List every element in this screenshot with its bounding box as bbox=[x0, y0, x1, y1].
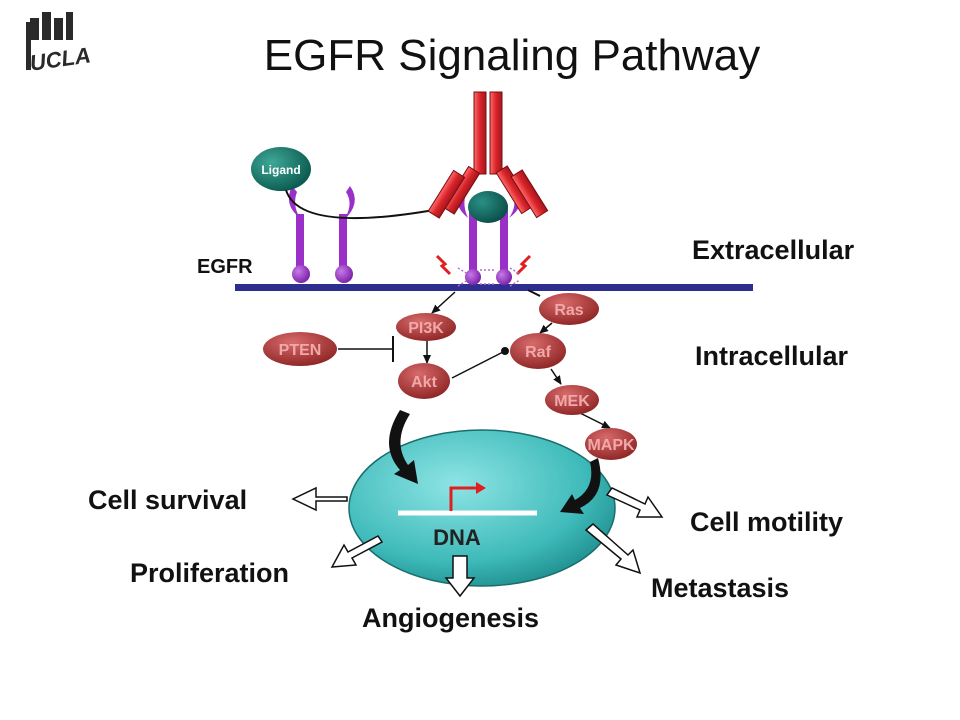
ucla-building-icon bbox=[26, 12, 73, 70]
angiogenesis-arrow bbox=[444, 555, 476, 598]
page-title: EGFR Signaling Pathway bbox=[264, 31, 760, 80]
pten-inhibition bbox=[338, 336, 394, 362]
cell-survival-arrow bbox=[291, 486, 348, 512]
cell-motility-label: Cell motility bbox=[690, 507, 843, 537]
pi3k-node: PI3K bbox=[396, 313, 456, 341]
raf-node: Raf bbox=[510, 333, 566, 369]
bound-ligand bbox=[468, 191, 508, 223]
mapk-label: MAPK bbox=[587, 437, 635, 454]
proliferation-arrow bbox=[330, 535, 384, 568]
mek-node: MEK bbox=[545, 385, 599, 415]
akt-label: Akt bbox=[411, 374, 437, 391]
dna-label: DNA bbox=[433, 525, 481, 550]
transcription-start-icon bbox=[449, 486, 478, 511]
ras-node: Ras bbox=[539, 293, 599, 325]
extracellular-label: Extracellular bbox=[692, 235, 855, 265]
raf-label: Raf bbox=[525, 344, 551, 361]
metastasis-arrow bbox=[584, 523, 642, 575]
mapk-to-nucleus-arrow bbox=[560, 458, 601, 514]
metastasis-label: Metastasis bbox=[651, 573, 789, 603]
transcription-arrowhead-icon bbox=[476, 482, 486, 494]
egfr-receptor-inactive bbox=[288, 186, 355, 283]
egfr-label: EGFR bbox=[197, 256, 253, 278]
proliferation-label: Proliferation bbox=[130, 558, 289, 588]
raf-akt-link bbox=[451, 347, 509, 379]
arrow-raf-to-mek bbox=[550, 368, 562, 385]
pten-node: PTEN bbox=[263, 332, 337, 366]
mek-label: MEK bbox=[554, 393, 590, 410]
cell-membrane bbox=[235, 284, 753, 291]
akt-to-nucleus-arrow bbox=[389, 410, 418, 484]
logo-text: UCLA bbox=[28, 42, 92, 75]
cell-survival-label: Cell survival bbox=[88, 485, 247, 515]
pi3k-label: PI3K bbox=[408, 320, 444, 337]
ligand-molecule: Ligand bbox=[251, 147, 311, 191]
angiogenesis-label: Angiogenesis bbox=[362, 603, 539, 633]
arrow-ras-to-raf bbox=[539, 322, 553, 334]
ucla-logo: UCLA bbox=[26, 12, 92, 76]
activation-spark-icons bbox=[435, 254, 532, 287]
akt-node: Akt bbox=[398, 363, 450, 399]
arrow-egfr-to-pi3k bbox=[431, 291, 456, 314]
arrow-mek-to-mapk bbox=[577, 411, 611, 429]
ras-label: Ras bbox=[554, 302, 583, 319]
arrow-egfr-to-ras bbox=[527, 289, 541, 297]
ligand-binding-arrow bbox=[285, 189, 446, 220]
intracellular-label: Intracellular bbox=[695, 341, 849, 371]
mapk-node: MAPK bbox=[585, 428, 637, 460]
ligand-label: Ligand bbox=[261, 163, 300, 177]
pten-label: PTEN bbox=[279, 342, 322, 359]
antibody-icon bbox=[427, 91, 549, 219]
cell-motility-arrow bbox=[605, 487, 664, 518]
